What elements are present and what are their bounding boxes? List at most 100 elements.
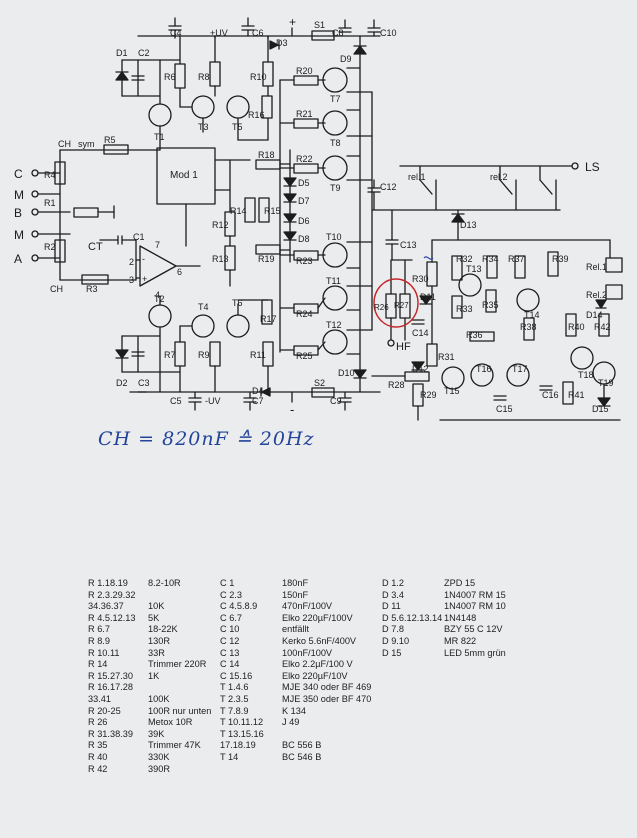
part-reference: C 4.5.8.9	[220, 601, 258, 612]
svg-text:R19: R19	[258, 254, 275, 264]
svg-text:S2: S2	[314, 378, 325, 388]
r33-resistor	[451, 295, 463, 319]
part-reference: T 14	[220, 751, 239, 762]
part-value: BC 556 B	[282, 740, 322, 751]
svg-text:M: M	[14, 188, 24, 202]
part-reference: R 10.11	[88, 647, 120, 658]
part-value: 39K	[148, 728, 165, 739]
input-a-connector[interactable]	[31, 254, 39, 262]
part-value: 470nF/100V	[282, 601, 333, 612]
svg-text:T11: T11	[326, 276, 341, 286]
part-reference: T 10.11.12	[220, 717, 264, 728]
svg-text:R31: R31	[438, 352, 455, 362]
svg-text:C15: C15	[496, 404, 513, 414]
rel2-contact-b	[539, 179, 553, 195]
svg-text:D7: D7	[298, 196, 310, 206]
r41-resistor	[562, 381, 574, 405]
svg-text:T15: T15	[444, 386, 460, 396]
svg-text:CH: CH	[50, 284, 63, 294]
r31-resistor	[426, 343, 438, 367]
svg-text:R9: R9	[198, 350, 210, 360]
svg-text:M: M	[14, 228, 24, 242]
svg-text:D8: D8	[298, 234, 310, 244]
c10-capacitor	[367, 19, 381, 37]
svg-text:rel.1: rel.1	[408, 172, 426, 182]
svg-text:R24: R24	[296, 309, 313, 319]
svg-text:R33: R33	[456, 304, 473, 314]
r4-resistor	[54, 161, 66, 185]
svg-text:D13: D13	[460, 220, 477, 230]
svg-text:C10: C10	[380, 28, 397, 38]
part-reference: T 7.8.9	[220, 705, 249, 716]
part-reference: R 14	[88, 659, 108, 670]
svg-text:D15: D15	[592, 404, 609, 414]
svg-text:R1: R1	[44, 198, 56, 208]
part-value: 130R	[148, 635, 170, 646]
part-value: 1N4148	[444, 612, 477, 623]
r3-resistor	[81, 274, 109, 285]
d9-diode	[353, 45, 367, 55]
part-reference: R 8.9	[88, 635, 110, 646]
hf-connector[interactable]	[387, 339, 395, 347]
d8-diode	[283, 231, 297, 241]
r37-resistor	[514, 255, 526, 279]
svg-text:-UV: -UV	[205, 396, 221, 406]
svg-text:R21: R21	[296, 109, 313, 119]
svg-text:+: +	[142, 274, 147, 284]
svg-text:R27: R27	[394, 301, 409, 310]
part-reference: 34.36.37	[88, 601, 124, 612]
r7-resistor	[174, 341, 186, 367]
t8-mosfet	[322, 110, 348, 136]
part-reference: T 13.15.16	[220, 728, 264, 739]
part-reference: C 15.16	[220, 670, 253, 681]
t7-mosfet	[322, 67, 348, 93]
svg-text:R4: R4	[44, 170, 56, 180]
svg-text:R18: R18	[258, 150, 275, 160]
t5-transistor	[226, 95, 250, 119]
part-reference: D 7.8	[382, 624, 404, 635]
input-c-connector[interactable]	[31, 169, 39, 177]
svg-text:Rel.1: Rel.1	[586, 262, 607, 272]
svg-text:C4: C4	[170, 28, 182, 38]
part-reference: R 31.38.39	[88, 728, 133, 739]
svg-text:T12: T12	[326, 320, 342, 330]
part-reference: R 40	[88, 751, 108, 762]
svg-text:T6: T6	[232, 298, 243, 308]
part-value: 5K	[148, 612, 160, 623]
ls-output-connector[interactable]	[571, 162, 579, 170]
part-value: 390R	[148, 763, 170, 774]
part-reference: T 2.3.5	[220, 693, 249, 704]
input-m1-connector[interactable]	[31, 190, 39, 198]
svg-text:T17: T17	[512, 364, 528, 374]
svg-text:T19: T19	[598, 378, 614, 388]
part-value: 100nF/100V	[282, 647, 333, 658]
part-value: 33R	[148, 647, 165, 658]
r8-resistor	[209, 61, 221, 87]
r1-resistor	[73, 207, 99, 218]
svg-text:R22: R22	[296, 154, 313, 164]
parts-row: R 8.9 130R	[88, 636, 211, 648]
c14-capacitor	[411, 319, 425, 325]
r15-resistor	[258, 197, 270, 223]
svg-text:R17: R17	[260, 314, 277, 324]
rel1-contact-a	[419, 179, 433, 195]
r36-resistor	[469, 331, 495, 342]
input-m2-connector[interactable]	[31, 230, 39, 238]
input-b-connector[interactable]	[31, 208, 39, 216]
svg-text:R25: R25	[296, 351, 313, 361]
svg-text:C14: C14	[412, 328, 429, 338]
svg-text:S1: S1	[314, 20, 325, 30]
rel2-contact-a	[499, 179, 513, 195]
part-reference: C 12	[220, 635, 240, 646]
t3-transistor	[191, 95, 215, 119]
svg-text:sym: sym	[78, 139, 95, 149]
